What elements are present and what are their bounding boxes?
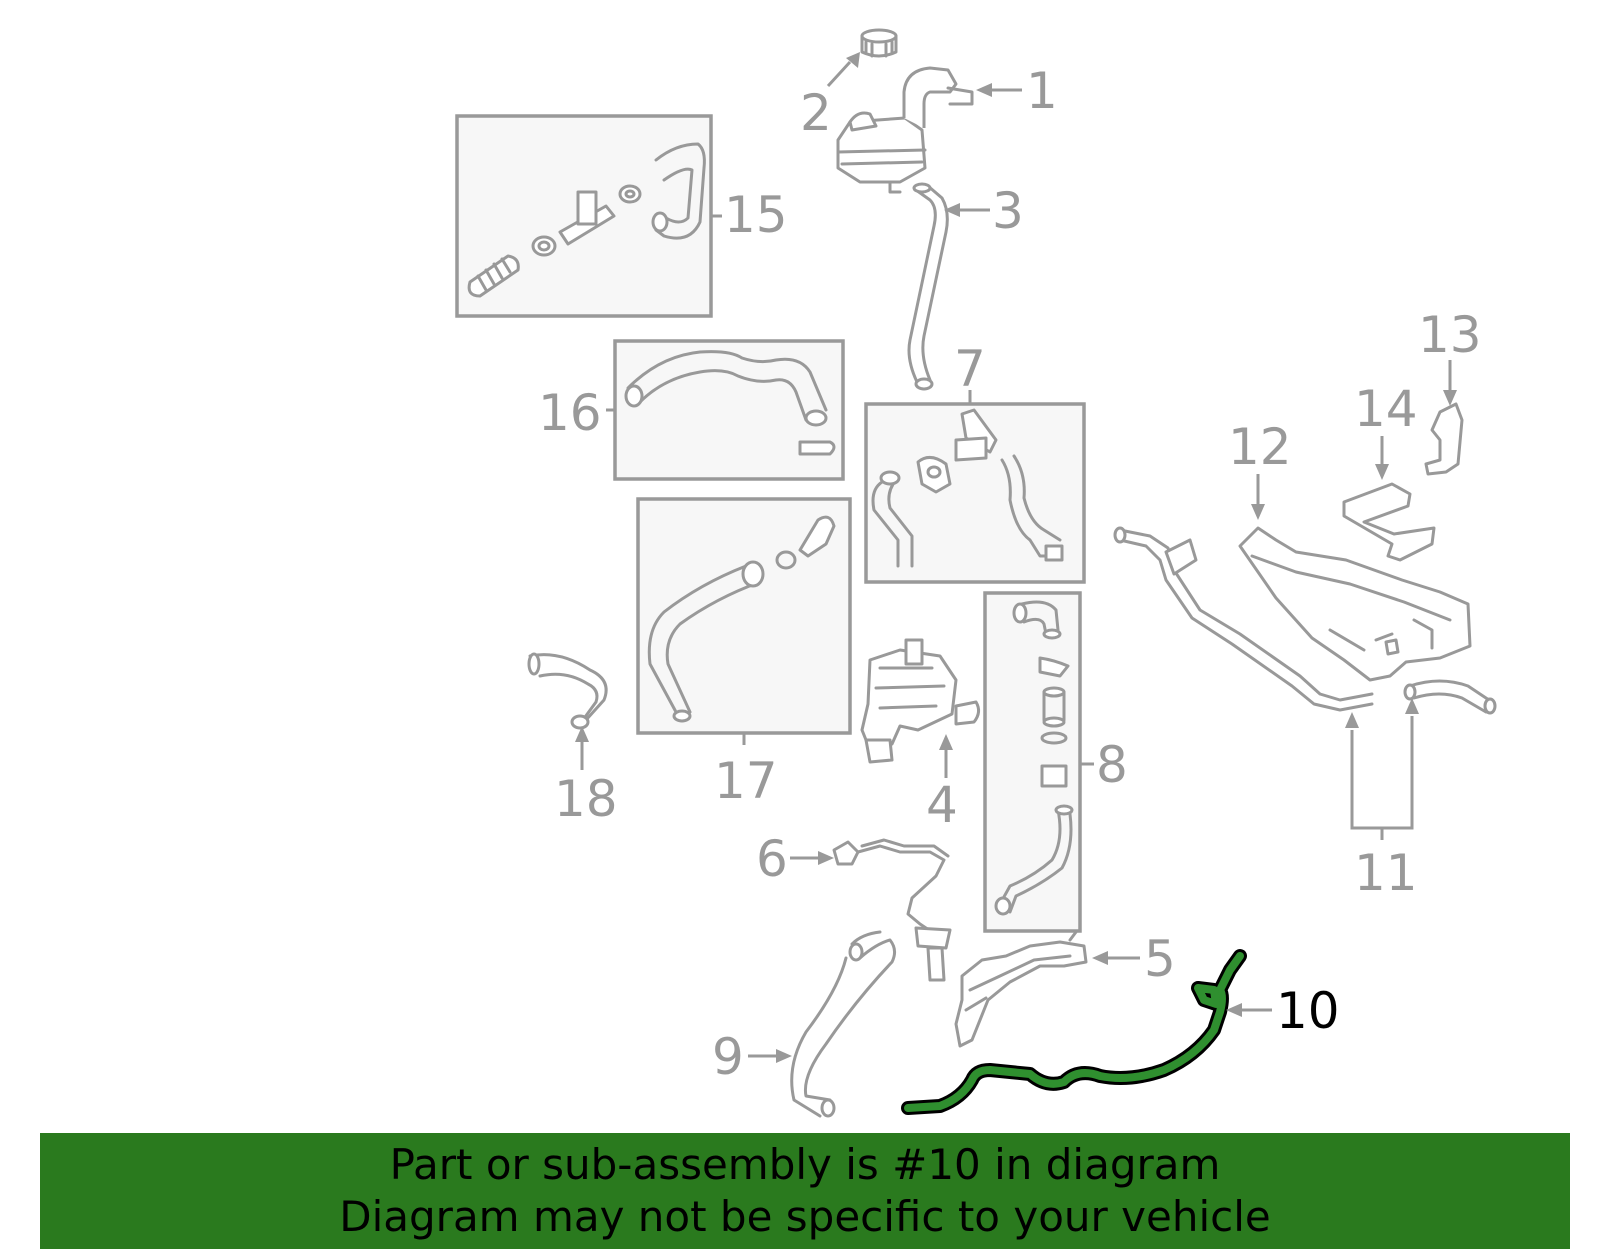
inset-box-8: [983, 591, 1082, 933]
callout-9: 9: [712, 1028, 744, 1086]
callout-3: 3: [992, 182, 1024, 240]
part-11-hoses[interactable]: [1113, 526, 1497, 715]
callout-2: 2: [800, 84, 832, 142]
part-14-bracket[interactable]: [1342, 482, 1436, 562]
part-6-harness[interactable]: [832, 838, 952, 982]
part-8-assembly[interactable]: [994, 600, 1074, 916]
callout-5: 5: [1144, 930, 1176, 988]
part-12-shield[interactable]: [1238, 526, 1472, 682]
notice-banner: Part or sub-assembly is #10 in diagram D…: [40, 1133, 1570, 1249]
callout-12: 12: [1228, 418, 1292, 476]
callout-6: 6: [756, 830, 788, 888]
part-9-hose[interactable]: [790, 930, 897, 1118]
callout-17: 17: [714, 752, 778, 810]
part-5-bracket[interactable]: [954, 930, 1088, 1048]
callout-7: 7: [954, 340, 986, 398]
part-4-pump[interactable]: [860, 638, 981, 764]
part-13-bracket[interactable]: [1424, 402, 1464, 476]
callout-16: 16: [538, 384, 602, 442]
part-16-hose[interactable]: [624, 350, 836, 456]
callout-14: 14: [1354, 380, 1418, 438]
part-17-hose[interactable]: [647, 515, 836, 723]
callout-10: 10: [1276, 982, 1340, 1040]
leader-lines: [575, 52, 1457, 1063]
part-18-hose[interactable]: [527, 652, 608, 730]
callout-11: 11: [1354, 844, 1418, 902]
banner-line-2: Diagram may not be specific to your vehi…: [339, 1192, 1271, 1241]
part-3-hose[interactable]: [907, 182, 949, 391]
callout-1: 1: [1026, 62, 1058, 120]
part-15-assembly[interactable]: [467, 142, 706, 298]
part-10-highlighted-hose[interactable]: [901, 949, 1247, 1115]
callout-8: 8: [1096, 736, 1128, 794]
callout-18: 18: [554, 770, 618, 828]
inset-box-16: [613, 339, 845, 481]
part-7-assembly[interactable]: [871, 408, 1064, 568]
callout-labels: 1 2 3 15 7 16 13 14 12 8 4 17 18 11 6 5 …: [538, 62, 1482, 1086]
callout-4: 4: [926, 776, 958, 834]
part-2-cap[interactable]: [860, 28, 898, 58]
banner-line-1: Part or sub-assembly is #10 in diagram: [389, 1140, 1221, 1189]
callout-13: 13: [1418, 306, 1482, 364]
callout-15: 15: [724, 186, 788, 244]
part-1-reservoir[interactable]: [836, 66, 974, 194]
